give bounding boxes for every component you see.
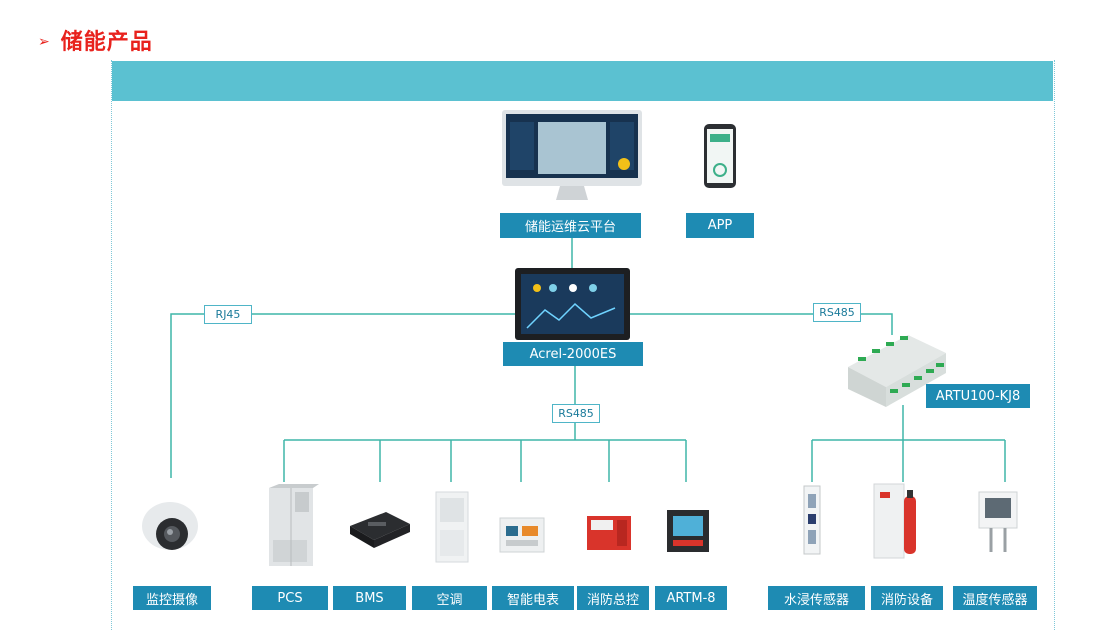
device-label-bms: BMS <box>333 586 406 610</box>
device-label-artm: ARTM-8 <box>655 586 727 610</box>
temperature-sensor-icon <box>978 491 1018 552</box>
phone-icon <box>704 124 736 188</box>
artm-meter-icon <box>667 510 709 552</box>
arrow-bullet-icon: ➢ <box>38 34 51 50</box>
device-label-fire-equipment: 消防设备 <box>871 586 943 610</box>
diagram-banner <box>112 61 1053 101</box>
rj45-tag: RJ45 <box>204 305 252 324</box>
app-label: APP <box>686 213 754 238</box>
smart-meter-icon <box>499 517 545 553</box>
device-label-fire-control: 消防总控 <box>577 586 649 610</box>
section-heading: ➢ 储能产品 <box>38 24 153 56</box>
camera-icon <box>142 502 198 550</box>
cloud-platform-label: 储能运维云平台 <box>500 213 641 238</box>
gateway-label: Acrel-2000ES <box>503 342 643 366</box>
device-label-pcs: PCS <box>252 586 328 610</box>
water-sensor-icon <box>803 485 821 555</box>
rs485-bottom-tag: RS485 <box>552 404 600 423</box>
device-label-camera: 监控摄像 <box>133 586 211 610</box>
device-label-meter: 智能电表 <box>492 586 574 610</box>
section-title: 储能产品 <box>60 30 153 55</box>
device-label-water-sensor: 水浸传感器 <box>768 586 865 610</box>
rs485-right-tag: RS485 <box>813 303 861 322</box>
line-rj45-camera <box>170 313 515 478</box>
device-label-temp-sensor: 温度传感器 <box>953 586 1037 610</box>
line-rs485-artu <box>630 313 893 335</box>
diagram-frame <box>111 60 1055 630</box>
bms-module-icon <box>350 512 410 548</box>
device-label-ac: 空调 <box>412 586 487 610</box>
touchscreen-icon <box>515 268 630 340</box>
monitor-icon <box>502 110 642 200</box>
fire-control-panel-icon <box>587 516 631 550</box>
fire-equipment-icon <box>873 483 916 559</box>
io-module-icon <box>848 335 946 407</box>
pcs-cabinet-icon <box>269 484 319 566</box>
air-conditioner-icon <box>435 491 469 563</box>
artu-label: ARTU100-KJ8 <box>926 384 1030 408</box>
